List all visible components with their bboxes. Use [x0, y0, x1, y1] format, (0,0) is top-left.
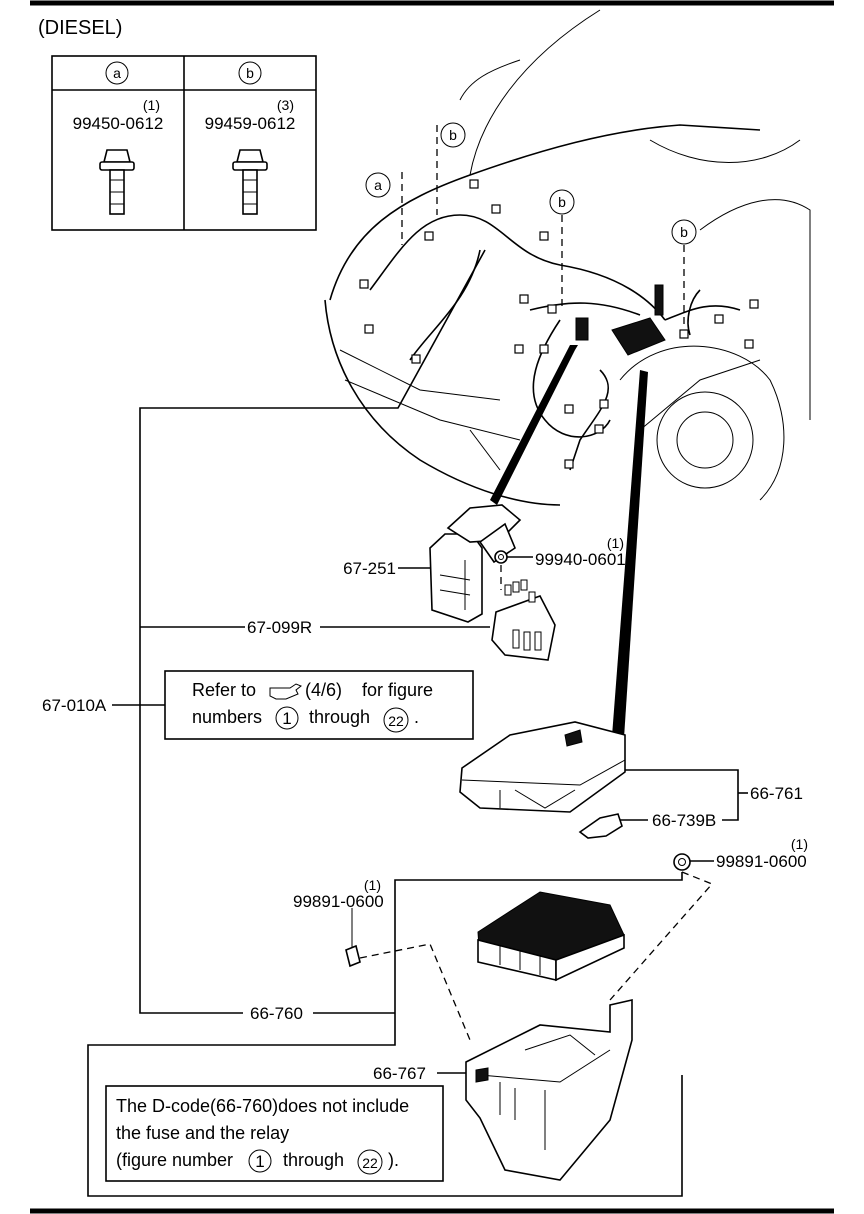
callout-a-left: a [374, 177, 382, 193]
fastener-table: a b (1) 99450-0612 (3) 99459-0612 [51, 55, 317, 231]
clip-part [345, 944, 361, 968]
flange-bolt-icon [99, 149, 135, 215]
column-b-circle [238, 61, 262, 85]
callout-b-top: b [449, 127, 457, 143]
label-99891-0600-left: 99891-0600 [293, 892, 384, 911]
pointing-hand-icon [269, 683, 302, 700]
refer-line1-a: Refer to [192, 680, 256, 700]
label-66-767: 66-767 [373, 1064, 426, 1083]
label-99891-0600-right: 99891-0600 [716, 852, 807, 871]
dcode-line3-a: (figure number [116, 1150, 233, 1170]
label-66-760: 66-760 [250, 1004, 303, 1023]
column-a-qty: (1) [143, 97, 160, 113]
dcode-line1: The D-code(66-760)does not include [116, 1096, 409, 1116]
dcode-line3-b: through [283, 1150, 344, 1170]
column-a-part-number: 99450-0612 [73, 114, 164, 133]
dcode-line3-c: ). [388, 1150, 399, 1170]
refer-line2-b: through [309, 707, 370, 727]
bracket-part [465, 998, 633, 1181]
callout-b-mid: b [558, 194, 566, 210]
engine-label: (DIESEL) [38, 17, 122, 39]
column-b-key: b [246, 65, 254, 81]
fuse-box-cover-part [459, 721, 626, 813]
dcode-circle-start: 1 [255, 1152, 264, 1171]
relay-box-part [429, 504, 522, 623]
refer-line1-c: for figure [362, 680, 433, 700]
label-66-761: 66-761 [750, 784, 803, 803]
nut-part [494, 550, 508, 590]
label-99891-0600-right-qty: (1) [791, 836, 808, 852]
leader-lines [87, 249, 748, 1197]
callout-b-right: b [680, 224, 688, 240]
ecu-module-part [477, 891, 625, 982]
refer-circle-start: 1 [282, 709, 291, 728]
column-b-part-number: 99459-0612 [205, 114, 296, 133]
refer-line2-c: . [414, 707, 419, 727]
callout-markers: b a b b [365, 122, 697, 325]
vehicle-engine-bay [324, 9, 811, 738]
label-67-010A: 67-010A [42, 696, 107, 715]
label-66-739B: 66-739B [652, 811, 716, 830]
label-67-099R: 67-099R [247, 618, 312, 637]
label-99940-0601-qty: (1) [607, 535, 624, 551]
refer-line2-a: numbers [192, 707, 262, 727]
label-99891-0600-left-qty: (1) [364, 877, 381, 893]
refer-circle-end: 22 [388, 713, 404, 729]
label-99940-0601: 99940-0601 [535, 550, 626, 569]
part-labels: 67-251 (1) 99940-0601 67-099R 67-010A 66… [42, 535, 808, 1083]
clip-part [578, 813, 623, 839]
refer-note: Refer to (4/6) for figure numbers 1 thro… [164, 670, 474, 740]
dcode-note: The D-code(66-760)does not include the f… [105, 1085, 444, 1182]
label-67-251: 67-251 [343, 559, 396, 578]
column-b-qty: (3) [277, 97, 294, 113]
dcode-line2: the fuse and the relay [116, 1123, 289, 1143]
refer-line1-b: (4/6) [305, 680, 342, 700]
column-a-circle [105, 61, 129, 85]
dcode-circle-end: 22 [362, 1155, 378, 1171]
nut-part [673, 853, 691, 871]
column-a-key: a [113, 65, 121, 81]
fuse-block-part [491, 579, 556, 661]
flange-bolt-icon [232, 149, 268, 215]
